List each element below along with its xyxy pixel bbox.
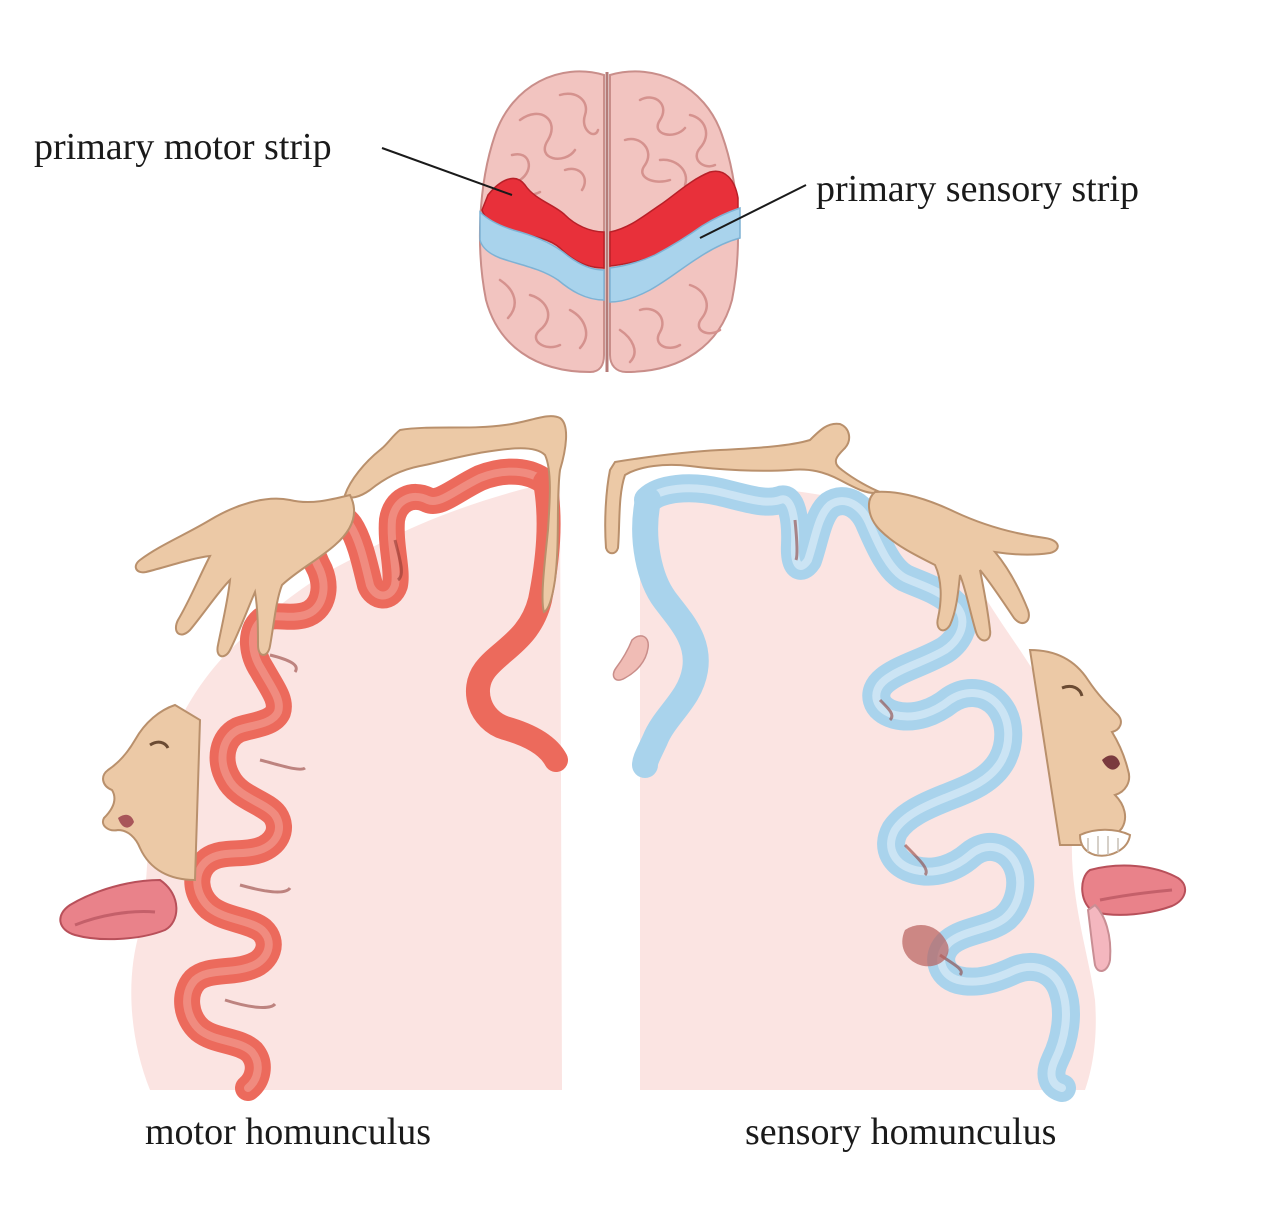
sensory-homunculus-figure [604, 422, 1187, 1102]
motor-face-figure [102, 703, 202, 882]
primary-motor-strip-label: primary motor strip [34, 126, 332, 168]
sensory-face-figure [1028, 648, 1131, 846]
primary-sensory-strip-label: primary sensory strip [816, 168, 1139, 210]
sensory-limb-figure [604, 422, 883, 555]
sensory-strip-left [479, 210, 605, 301]
motor-tongue-figure [59, 878, 178, 941]
sensory-white-matter [640, 485, 1096, 1090]
sensory-strip-leader-line [699, 184, 807, 239]
motor-homunculus-figure [59, 415, 568, 1101]
sensory-tongue-figure [1081, 864, 1187, 916]
motor-strip-leader-line [381, 147, 513, 196]
motor-hand-figure [134, 493, 355, 658]
motor-white-matter [131, 480, 563, 1090]
sensory-homunculus-label: sensory homunculus [745, 1111, 1057, 1153]
motor-homunculus-label: motor homunculus [145, 1111, 432, 1153]
top-brain-view [478, 70, 741, 374]
sensory-strip-right [609, 206, 741, 303]
sensory-hand-figure [868, 490, 1059, 642]
